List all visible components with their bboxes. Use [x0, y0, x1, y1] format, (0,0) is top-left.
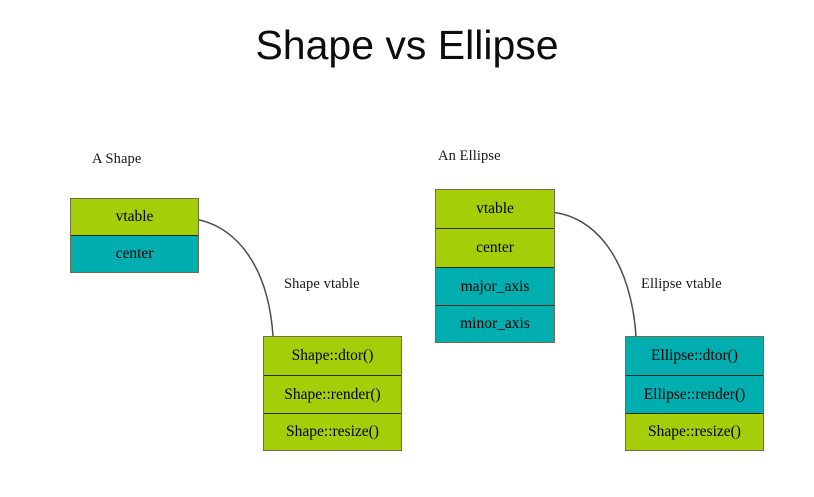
shape-object-row-vtable: vtable — [71, 199, 198, 236]
ellipse-vtable-row-dtor: Ellipse::dtor() — [626, 337, 763, 376]
page-title: Shape vs Ellipse — [255, 22, 559, 68]
shape-vtable-row-resize: Shape::resize() — [264, 414, 401, 450]
ellipse-vtable-block: Ellipse::dtor() Ellipse::render() Shape:… — [625, 336, 764, 451]
ellipse-object-row-vtable: vtable — [436, 190, 554, 229]
shape-object-block: vtable center — [70, 198, 199, 273]
caption-ellipse-object: An Ellipse — [438, 148, 501, 164]
shape-vtable-row-dtor: Shape::dtor() — [264, 337, 401, 376]
ellipse-object-row-major-axis: major_axis — [436, 268, 554, 306]
ellipse-vtable-pointer-arc — [547, 211, 637, 337]
shape-vtable-block: Shape::dtor() Shape::render() Shape::res… — [263, 336, 402, 451]
shape-vtable-row-render: Shape::render() — [264, 376, 401, 414]
ellipse-vtable-row-resize: Shape::resize() — [626, 414, 763, 450]
caption-ellipse-vtable: Ellipse vtable — [641, 276, 722, 292]
ellipse-object-row-center: center — [436, 229, 554, 268]
caption-shape-object: A Shape — [92, 151, 142, 167]
caption-shape-vtable: Shape vtable — [284, 276, 360, 292]
ellipse-object-block: vtable center major_axis minor_axis — [435, 189, 555, 343]
ellipse-vtable-row-render: Ellipse::render() — [626, 376, 763, 414]
ellipse-object-row-minor-axis: minor_axis — [436, 306, 554, 342]
shape-object-row-center: center — [71, 236, 198, 272]
